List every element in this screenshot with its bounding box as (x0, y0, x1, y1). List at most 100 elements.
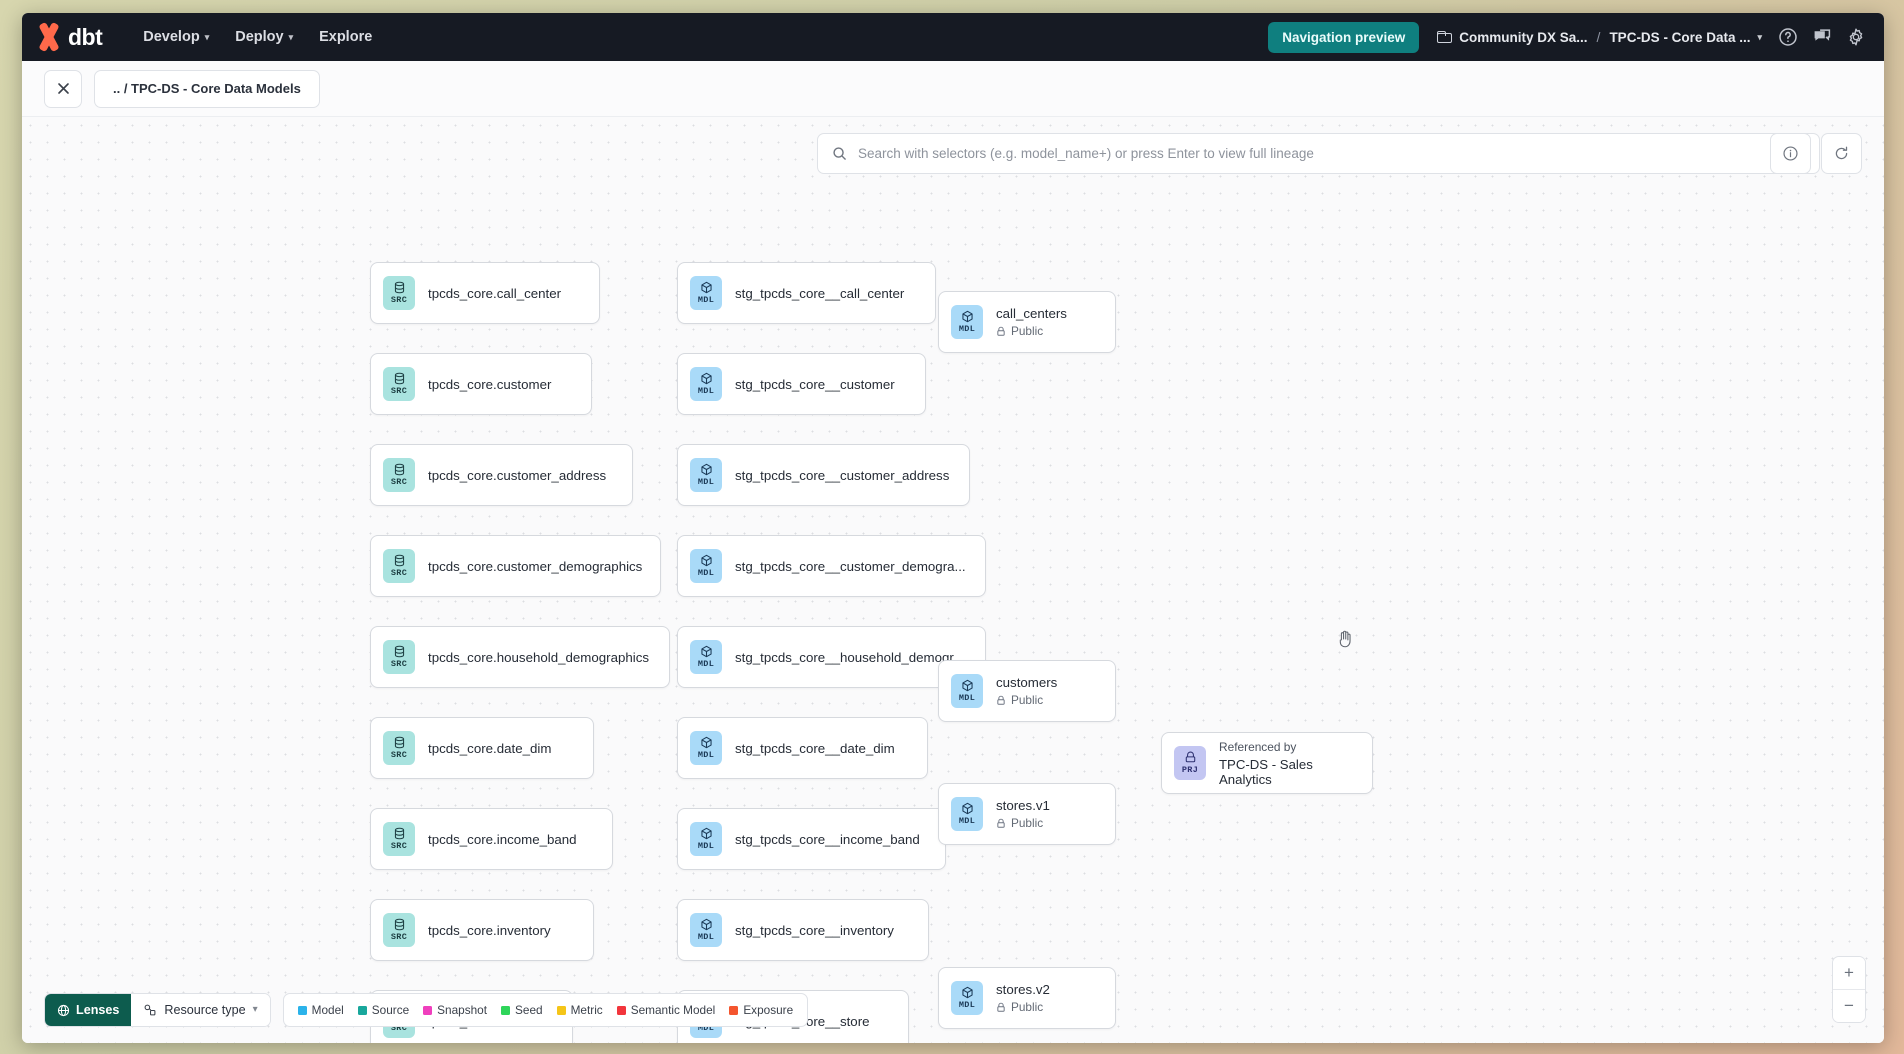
info-icon (1783, 146, 1798, 161)
breadcrumb-separator: / (1596, 29, 1601, 45)
nav-item-explore[interactable]: Explore (308, 22, 383, 52)
dbt-logo[interactable]: dbt (36, 23, 103, 51)
node-badge-mdl: MDL (690, 458, 722, 492)
close-button[interactable] (44, 69, 82, 108)
legend-swatch (616, 1005, 626, 1015)
folder-icon (1437, 31, 1453, 43)
node-label: stg_tpcds_core__customer_demogra... (735, 558, 966, 574)
node-access: Public (996, 324, 1067, 338)
node-badge-prj: PRJ (1174, 746, 1206, 780)
node-label: tpcds_core.inventory (428, 922, 551, 938)
search-info-button[interactable] (1770, 133, 1811, 174)
node-badge-src: SRC (383, 640, 415, 674)
legend-swatch (357, 1005, 367, 1015)
node-access-label: Public (1011, 324, 1044, 338)
help-circle-icon[interactable] (1778, 27, 1798, 47)
model-node[interactable]: MDL stg_tpcds_core__customer_demogra... (677, 535, 986, 597)
chevron-down-icon: ▾ (288, 31, 294, 42)
resource-type-button[interactable]: Resource type ▾ (131, 994, 270, 1026)
legend-item: Snapshot (423, 1003, 487, 1017)
project-label: TPC-DS - Core Data ... (1609, 29, 1751, 45)
search-input[interactable] (858, 146, 1805, 161)
node-label: tpcds_core.call_center (428, 285, 562, 301)
node-badge-mdl: MDL (951, 981, 983, 1015)
node-badge-mdl: MDL (690, 276, 722, 310)
legend-item: Seed (501, 1003, 543, 1017)
node-badge-src: SRC (383, 367, 415, 401)
node-badge-mdl: MDL (690, 913, 722, 947)
legend-label: Exposure (743, 1003, 794, 1017)
close-icon (57, 83, 69, 94)
zoom-controls: + − (1832, 956, 1866, 1023)
feedback-icon[interactable] (1812, 27, 1832, 47)
legend-item: Metric (556, 1003, 603, 1017)
zoom-out-button[interactable]: − (1833, 990, 1865, 1022)
nav-item-explore-label: Explore (319, 29, 373, 45)
legend-item: Exposure (729, 1003, 793, 1017)
nav-item-deploy[interactable]: Deploy ▾ (224, 22, 304, 52)
account-breadcrumb[interactable]: Community DX Sa... (1437, 30, 1588, 45)
referenced-by-label: Referenced by (1219, 739, 1297, 754)
node-access: Public (996, 1000, 1050, 1014)
node-badge-src: SRC (383, 822, 415, 856)
lenses-button[interactable]: Lenses (45, 994, 132, 1026)
lenses-group: Lenses Resource type ▾ (44, 993, 271, 1027)
refresh-button[interactable] (1821, 133, 1862, 174)
node-label: tpcds_core.customer (428, 376, 552, 392)
node-badge-mdl: MDL (951, 305, 983, 339)
chevron-down-icon: ▾ (252, 1004, 258, 1015)
logo-text: dbt (68, 23, 103, 50)
source-node[interactable]: SRC tpcds_core.date_dim (370, 717, 594, 779)
node-badge-mdl: MDL (690, 822, 722, 856)
source-node[interactable]: SRC tpcds_core.customer (370, 353, 592, 415)
node-access: Public (996, 693, 1057, 707)
navigation-preview-button[interactable]: Navigation preview (1268, 21, 1420, 53)
referenced-by-project-node[interactable]: PRJ Referenced by TPC-DS - Sales Analytics (1161, 732, 1373, 794)
node-badge-mdl: MDL (690, 367, 722, 401)
node-label: tpcds_core.customer_address (428, 467, 607, 483)
nav-item-develop-label: Develop (143, 29, 200, 45)
nav-item-develop[interactable]: Develop ▾ (132, 22, 220, 52)
zoom-in-button[interactable]: + (1833, 957, 1865, 989)
legend-swatch (729, 1005, 739, 1015)
node-badge-mdl: MDL (690, 549, 722, 583)
node-label: tpcds_core.date_dim (428, 740, 552, 756)
lineage-breadcrumb[interactable]: .. / TPC-DS - Core Data Models (94, 69, 320, 108)
legend-label: Source (371, 1003, 410, 1017)
zoom-divider (1833, 989, 1865, 990)
referenced-project-name: TPC-DS - Sales Analytics (1219, 756, 1313, 787)
search-bar[interactable] (817, 133, 1820, 174)
project-breadcrumb[interactable]: TPC-DS - Core Data ... ▾ (1609, 30, 1762, 45)
node-badge-mdl: MDL (690, 640, 722, 674)
application-window: dbt Develop ▾ Deploy ▾ Explore Navigatio… (22, 13, 1884, 1043)
refresh-icon (1835, 146, 1848, 160)
node-badge-src: SRC (383, 731, 415, 765)
resource-type-label: Resource type (164, 1003, 246, 1017)
node-label: tpcds_core.customer_demographics (428, 558, 643, 574)
lineage-canvas[interactable]: SRCtpcds_core.call_centerSRCtpcds_core.c… (22, 117, 1884, 1043)
gear-icon[interactable] (1846, 27, 1866, 47)
node-title: stores.v1 (996, 798, 1050, 813)
